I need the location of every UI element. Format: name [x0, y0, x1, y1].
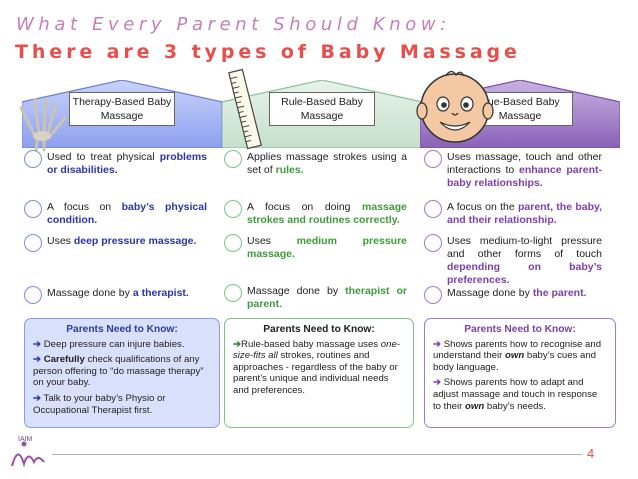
- rule-info-box: Parents Need to Know: ➔Rule-based baby m…: [224, 318, 414, 428]
- arrow-right-icon: ➔: [233, 338, 242, 350]
- point-highlight: own: [505, 350, 525, 362]
- bullet-circle: [224, 150, 242, 168]
- iaim-logo: IAIM: [8, 436, 48, 470]
- point-text: baby’s needs.: [484, 400, 546, 412]
- bullet-circle: [24, 200, 42, 218]
- item-highlight: baby’s physical condition.: [47, 201, 208, 226]
- box-point: ➔ Deep pressure can injure babies.: [33, 339, 211, 351]
- therapy-info-box: Parents Need to Know: ➔ Deep pressure ca…: [24, 318, 220, 428]
- rule-header: Rule-Based Baby Massage: [222, 72, 422, 148]
- point-text: strokes, routines and approaches - regar…: [233, 350, 398, 396]
- point-highlight: own: [465, 400, 485, 412]
- arrow-right-icon: ➔: [33, 354, 42, 366]
- title-line-1: What Every Parent Should Know:: [16, 14, 451, 35]
- box-heading: Parents Need to Know:: [464, 324, 576, 335]
- footer-divider: [52, 454, 582, 455]
- item-highlight: massage strokes and routines correctly.: [247, 201, 407, 226]
- point-highlight: one-size-fits all: [233, 338, 400, 362]
- box-point: ➔ Talk to your baby’s Physio or Occupati…: [33, 393, 211, 416]
- arrow-right-icon: ➔: [433, 377, 442, 389]
- point-text: Shows parents how to recognise and under…: [433, 338, 602, 362]
- box-heading: Parents Need to Know:: [263, 324, 375, 335]
- page-number: 4: [587, 446, 595, 461]
- arrow-right-icon: ➔: [33, 392, 42, 404]
- item-text: Uses medium-to-light pressure and other …: [447, 235, 602, 260]
- bullet-circle: [424, 286, 442, 304]
- bullet-circle: [224, 284, 242, 302]
- item-highlight: problems or disabilities.: [47, 151, 207, 176]
- item-text: Uses: [47, 235, 74, 247]
- box-point: ➔Rule-based baby massage uses one-size-f…: [233, 339, 405, 397]
- point-highlight: Carefully: [43, 354, 85, 366]
- box-point: ➔ Shows parents how to adapt and adjust …: [433, 377, 607, 412]
- item-highlight: depending on baby’s preferences.: [447, 261, 602, 286]
- item-text: A focus on: [47, 201, 122, 213]
- iaim-logo-icon: [11, 441, 45, 468]
- box-heading: Parents Need to Know:: [66, 324, 178, 335]
- item-highlight: medium pressure massage.: [247, 235, 407, 260]
- item-highlight: enhance parent-baby relationships.: [447, 164, 602, 189]
- item-text: Massage done by: [447, 287, 533, 299]
- arrow-right-icon: ➔: [433, 338, 442, 350]
- ruler-icon: [228, 68, 262, 150]
- arrow-right-icon: ➔: [33, 338, 42, 350]
- cue-info-box: Parents Need to Know: ➔ Shows parents ho…: [424, 318, 616, 428]
- bullet-circle: [424, 200, 442, 218]
- item-text: A focus on the: [447, 201, 518, 213]
- bullet-circle: [224, 234, 242, 252]
- bullet-circle: [24, 234, 42, 252]
- bullet-circle: [24, 150, 42, 168]
- item-text: A focus on doing: [247, 201, 363, 213]
- item-text: Massage done by: [47, 287, 133, 299]
- item-text: Used to treat physical: [47, 151, 160, 163]
- bullet-circle: [24, 286, 42, 304]
- point-text: baby’s cues and body language.: [433, 350, 597, 373]
- item-highlight: therapist or parent.: [247, 285, 407, 310]
- point-text: Rule-based baby massage uses: [241, 338, 381, 350]
- item-text: Uses massage, touch and other interactio…: [447, 151, 602, 176]
- bullet-circle: [424, 150, 442, 168]
- bullet-circle: [424, 234, 442, 252]
- item-highlight: the parent.: [532, 287, 587, 299]
- therapy-label: Therapy-Based Baby Massage: [69, 92, 175, 126]
- item-highlight: a therapist.: [132, 287, 189, 299]
- item-text: Massage done by: [247, 285, 346, 297]
- rule-label: Rule-Based Baby Massage: [269, 92, 375, 126]
- item-text: Uses: [247, 235, 297, 247]
- logo-text: IAIM: [18, 436, 33, 443]
- bullet-circle: [224, 200, 242, 218]
- item-highlight: rules.: [275, 164, 304, 176]
- baby-face-icon: [416, 70, 494, 143]
- point-text: check qualifications of any person offer…: [33, 354, 204, 389]
- therapy-header: Therapy-Based Baby Massage: [22, 72, 222, 148]
- title-line-2: There are 3 types of Baby Massage: [15, 41, 521, 63]
- hand-skeleton-icon: [19, 97, 67, 152]
- box-point: ➔ Shows parents how to recognise and und…: [433, 339, 607, 374]
- item-highlight: deep pressure massage.: [73, 235, 197, 247]
- point-text: Shows parents how to adapt and adjust ma…: [433, 377, 598, 412]
- point-text: Deep pressure can injure babies.: [43, 338, 185, 350]
- item-highlight: parent, the baby, and their relationship…: [447, 201, 602, 226]
- item-text: Applies massage strokes using a set of: [247, 151, 407, 176]
- box-point: ➔ Carefully check qualifications of any …: [33, 354, 211, 389]
- point-text: Talk to your baby’s Physio or Occupation…: [33, 392, 166, 416]
